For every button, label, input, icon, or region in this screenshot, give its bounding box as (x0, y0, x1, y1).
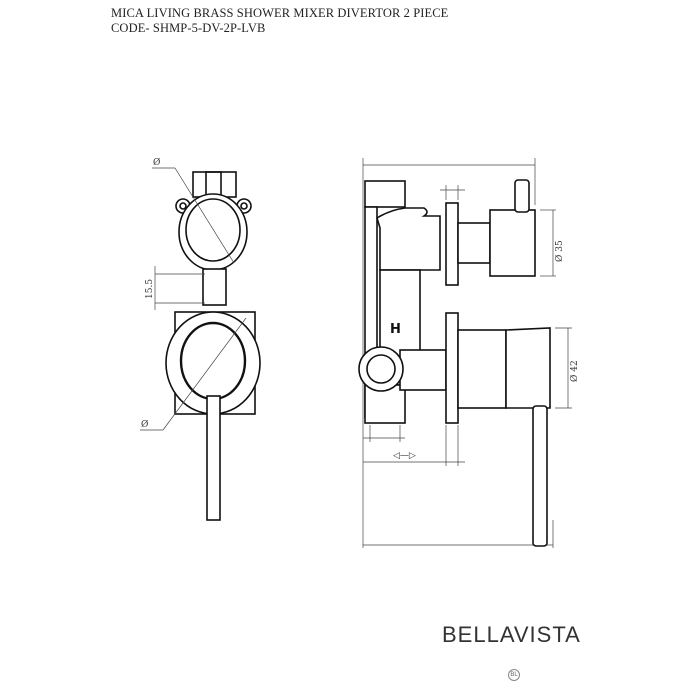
bottom-flange (445, 312, 459, 424)
bottom-diameter-label: Ø (141, 419, 148, 430)
bottom-handle-body (505, 327, 551, 409)
side-view: ◁—▷ Ø 35 H Ø 42 (358, 158, 580, 548)
connecting-stem (202, 268, 227, 306)
bottom-handle-diameter: Ø 42 (569, 360, 580, 382)
top-handle-body (489, 209, 536, 277)
brand-badge: BL (508, 669, 520, 681)
diverter-ring (358, 346, 404, 392)
adjustment-arrow: ◁—▷ (393, 451, 416, 461)
top-handle-diameter: Ø 35 (554, 240, 565, 262)
bottom-lever (532, 405, 548, 547)
lever-handle (206, 395, 221, 521)
top-valve-body (376, 207, 441, 271)
front-view: Ø Ø 15.5 (140, 157, 261, 521)
bottom-stem-body (399, 349, 447, 391)
top-fitting (192, 171, 237, 198)
top-inlet (364, 180, 406, 208)
hot-marker: H (390, 322, 401, 337)
top-escutcheon (178, 193, 248, 271)
product-title: MICA LIVING BRASS SHOWER MIXER DIVERTOR … (111, 6, 449, 20)
top-lever (514, 179, 530, 213)
top-stem (457, 222, 491, 264)
product-code: CODE- SHMP-5-DV-2P-LVB (111, 21, 266, 35)
top-diameter-label: Ø (153, 157, 160, 168)
product-title-block: MICA LIVING BRASS SHOWER MIXER DIVERTOR … (111, 6, 448, 36)
brand-logo: BELLAVISTA (442, 622, 581, 647)
spacing-label: 15.5 (145, 279, 155, 299)
bottom-valve-body (457, 329, 507, 409)
top-flange (445, 202, 459, 286)
